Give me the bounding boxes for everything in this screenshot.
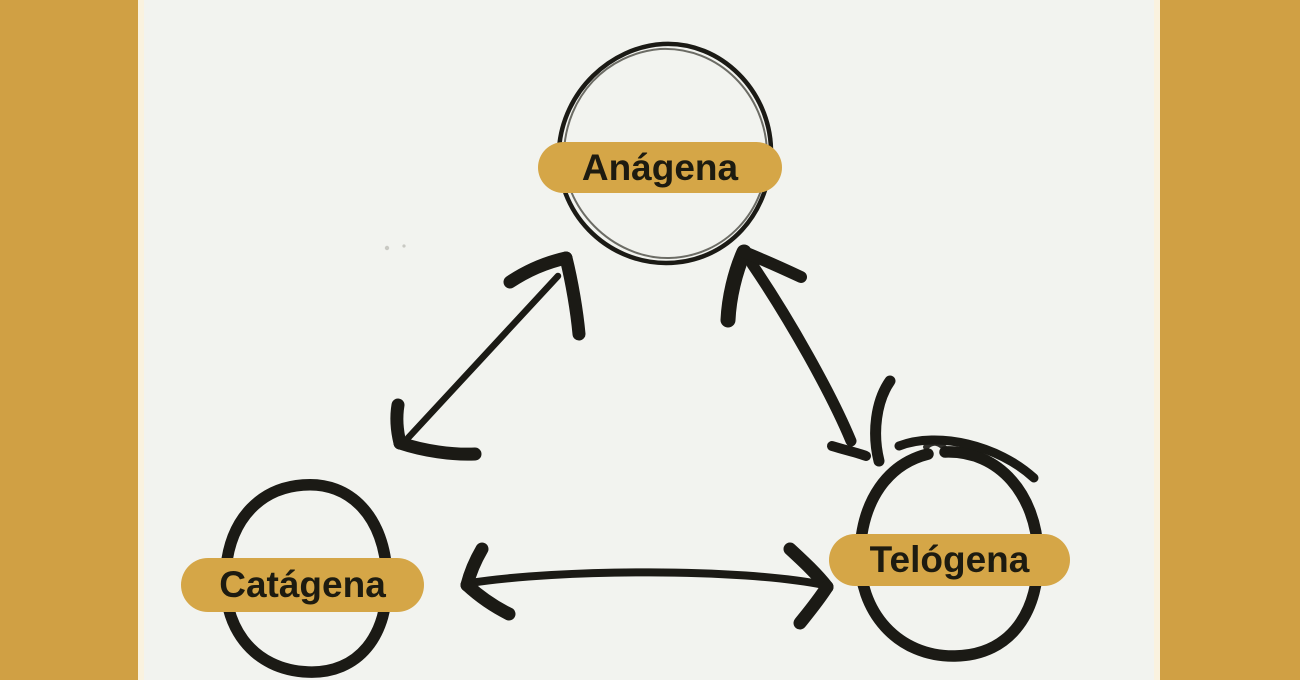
paper-speck [384, 245, 390, 251]
catagena-circle [219, 479, 393, 678]
edge-anagena-telogena [720, 244, 896, 467]
left-cream-strip [138, 0, 144, 680]
right-cream-strip [1154, 0, 1160, 680]
edge-catagena-telogena [460, 542, 834, 630]
left-gold-bar [0, 0, 138, 680]
node-label-catagena: Catágena [181, 558, 424, 612]
paper-speck [402, 244, 406, 248]
edge-anagena-catagena [390, 251, 586, 461]
telogena-circle [854, 435, 1044, 662]
node-label-telogena: Telógena [829, 534, 1070, 586]
node-label-anagena: Anágena [538, 142, 782, 193]
anagena-circle [556, 41, 774, 266]
right-gold-bar [1160, 0, 1300, 680]
